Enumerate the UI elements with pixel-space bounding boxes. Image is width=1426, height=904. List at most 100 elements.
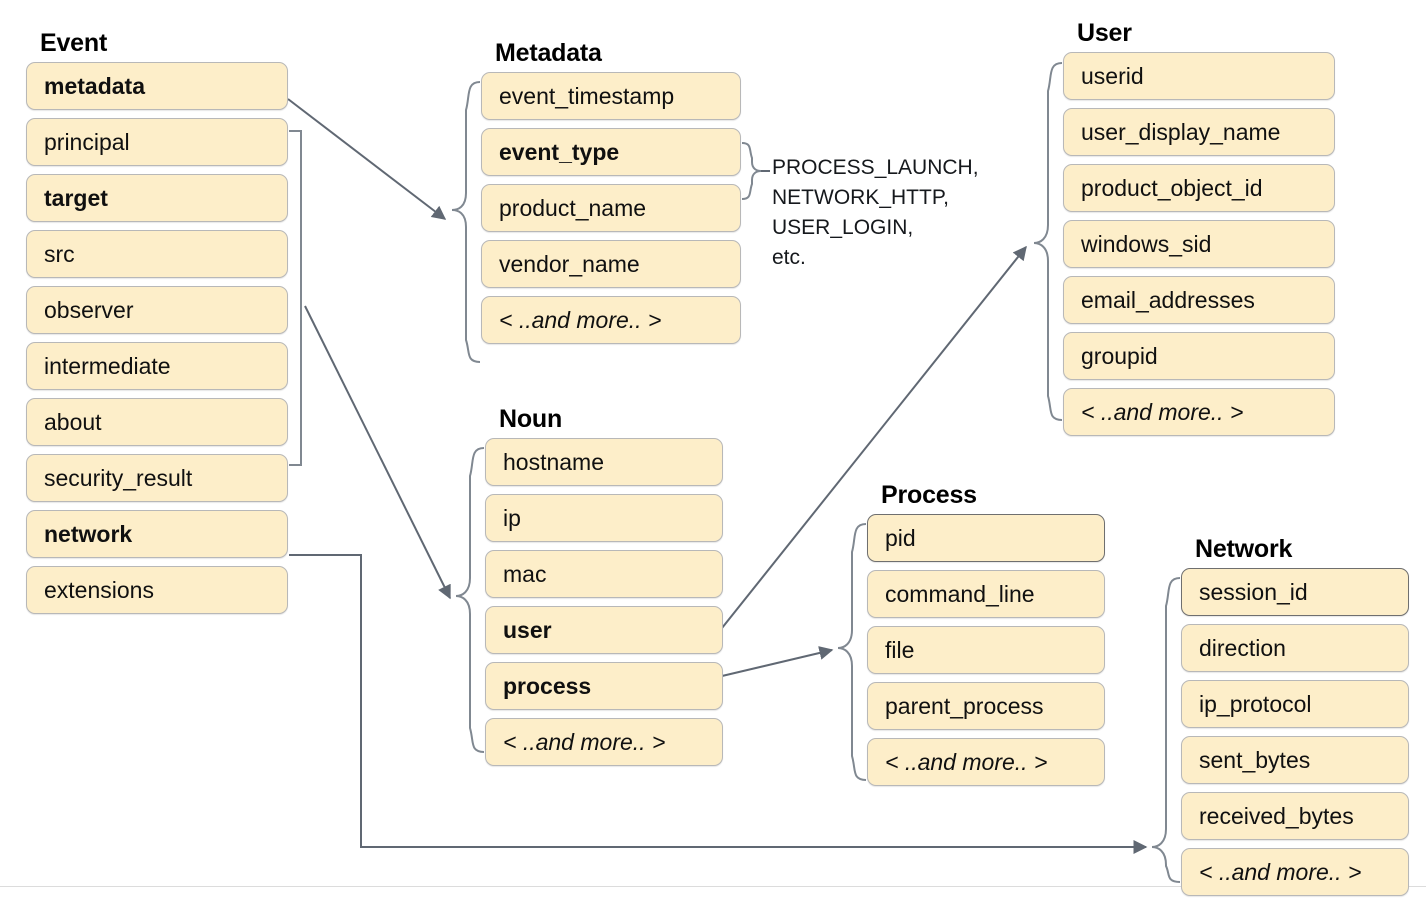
field-noun-process[interactable]: process (485, 662, 723, 710)
field-process-file[interactable]: file (867, 626, 1105, 674)
field-process-command-line[interactable]: command_line (867, 570, 1105, 618)
field-user-groupid[interactable]: groupid (1063, 332, 1335, 380)
bottom-divider (0, 886, 1426, 887)
group-metadata: Metadata event_timestamp event_type prod… (481, 38, 741, 352)
field-list-user: userid user_display_name product_object_… (1063, 52, 1335, 436)
field-label: process (503, 672, 592, 699)
field-user-windows-sid[interactable]: windows_sid (1063, 220, 1335, 268)
field-process-parent-process[interactable]: parent_process (867, 682, 1105, 730)
field-label: < ..and more.. > (1199, 858, 1362, 885)
field-network-session-id[interactable]: session_id (1181, 568, 1409, 616)
field-label: network (44, 520, 133, 547)
field-label: observer (44, 296, 134, 323)
field-network-and-more[interactable]: < ..and more.. > (1181, 848, 1409, 896)
field-list-process: pid command_line file parent_process < .… (867, 514, 1105, 786)
field-user-user-display-name[interactable]: user_display_name (1063, 108, 1335, 156)
field-label: vendor_name (499, 250, 640, 277)
field-event-extensions[interactable]: extensions (26, 566, 288, 614)
field-label: event_timestamp (499, 82, 675, 109)
enum-line-1: PROCESS_LAUNCH, (772, 156, 979, 179)
field-network-ip-protocol[interactable]: ip_protocol (1181, 680, 1409, 728)
field-label: < ..and more.. > (503, 728, 666, 755)
field-label: direction (1199, 634, 1286, 661)
field-event-principal[interactable]: principal (26, 118, 288, 166)
field-label: target (44, 184, 108, 211)
field-label: principal (44, 128, 130, 155)
field-metadata-event-timestamp[interactable]: event_timestamp (481, 72, 741, 120)
field-network-direction[interactable]: direction (1181, 624, 1409, 672)
group-title-process: Process (881, 481, 977, 509)
field-label: pid (885, 524, 916, 551)
field-label: src (44, 240, 75, 267)
field-label: groupid (1081, 342, 1158, 369)
field-metadata-event-type[interactable]: event_type (481, 128, 741, 176)
enum-line-4: etc. (772, 246, 806, 269)
brace-network (1151, 577, 1181, 883)
group-noun: Noun hostname ip mac user process < ..an… (485, 404, 723, 774)
field-label: sent_bytes (1199, 746, 1311, 773)
field-network-received-bytes[interactable]: received_bytes (1181, 792, 1409, 840)
enum-note-event-type: PROCESS_LAUNCH, NETWORK_HTTP, USER_LOGIN… (772, 153, 979, 273)
field-label: about (44, 408, 102, 435)
field-event-src[interactable]: src (26, 230, 288, 278)
field-noun-user[interactable]: user (485, 606, 723, 654)
field-metadata-product-name[interactable]: product_name (481, 184, 741, 232)
bracket-event-nouns (289, 130, 302, 466)
field-label: ip (503, 504, 521, 531)
field-noun-ip[interactable]: ip (485, 494, 723, 542)
field-label: ip_protocol (1199, 690, 1312, 717)
field-event-observer[interactable]: observer (26, 286, 288, 334)
field-network-sent-bytes[interactable]: sent_bytes (1181, 736, 1409, 784)
connector-metadata (287, 98, 447, 220)
field-user-product-object-id[interactable]: product_object_id (1063, 164, 1335, 212)
field-noun-mac[interactable]: mac (485, 550, 723, 598)
field-event-metadata[interactable]: metadata (26, 62, 288, 110)
field-label: received_bytes (1199, 802, 1354, 829)
field-label: < ..and more.. > (885, 748, 1048, 775)
group-event: Event metadata principal target src obse… (26, 28, 288, 622)
field-label: mac (503, 560, 547, 587)
field-label: email_addresses (1081, 286, 1255, 313)
field-label: intermediate (44, 352, 171, 379)
group-title-noun: Noun (499, 405, 563, 433)
field-label: security_result (44, 464, 193, 491)
field-event-intermediate[interactable]: intermediate (26, 342, 288, 390)
field-label: file (885, 636, 915, 663)
field-metadata-and-more[interactable]: < ..and more.. > (481, 296, 741, 344)
group-process: Process pid command_line file parent_pro… (867, 480, 1105, 794)
brace-event-type (741, 142, 762, 200)
field-event-about[interactable]: about (26, 398, 288, 446)
field-process-and-more[interactable]: < ..and more.. > (867, 738, 1105, 786)
field-list-network: session_id direction ip_protocol sent_by… (1181, 568, 1409, 896)
group-title-user: User (1077, 19, 1132, 47)
field-list-noun: hostname ip mac user process < ..and mor… (485, 438, 723, 766)
group-title-network: Network (1195, 535, 1293, 563)
field-list-metadata: event_timestamp event_type product_name … (481, 72, 741, 344)
field-label: command_line (885, 580, 1035, 607)
field-event-security-result[interactable]: security_result (26, 454, 288, 502)
enum-line-2: NETWORK_HTTP, (772, 186, 949, 209)
field-user-userid[interactable]: userid (1063, 52, 1335, 100)
field-label: hostname (503, 448, 605, 475)
field-process-pid[interactable]: pid (867, 514, 1105, 562)
field-label: event_type (499, 138, 620, 165)
field-user-email-addresses[interactable]: email_addresses (1063, 276, 1335, 324)
brace-user (1033, 62, 1063, 421)
field-label: session_id (1199, 578, 1308, 605)
field-label: user_display_name (1081, 118, 1281, 145)
connector-noun (304, 305, 451, 600)
connector-process (721, 646, 834, 677)
field-label: metadata (44, 72, 145, 99)
field-metadata-vendor-name[interactable]: vendor_name (481, 240, 741, 288)
group-network: Network session_id direction ip_protocol… (1181, 534, 1409, 904)
field-user-and-more[interactable]: < ..and more.. > (1063, 388, 1335, 436)
field-noun-hostname[interactable]: hostname (485, 438, 723, 486)
field-event-target[interactable]: target (26, 174, 288, 222)
group-user: User userid user_display_name product_ob… (1063, 18, 1335, 444)
field-noun-and-more[interactable]: < ..and more.. > (485, 718, 723, 766)
field-label: < ..and more.. > (1081, 398, 1244, 425)
group-title-event: Event (40, 29, 108, 57)
enum-line-3: USER_LOGIN, (772, 216, 914, 239)
field-event-network[interactable]: network (26, 510, 288, 558)
